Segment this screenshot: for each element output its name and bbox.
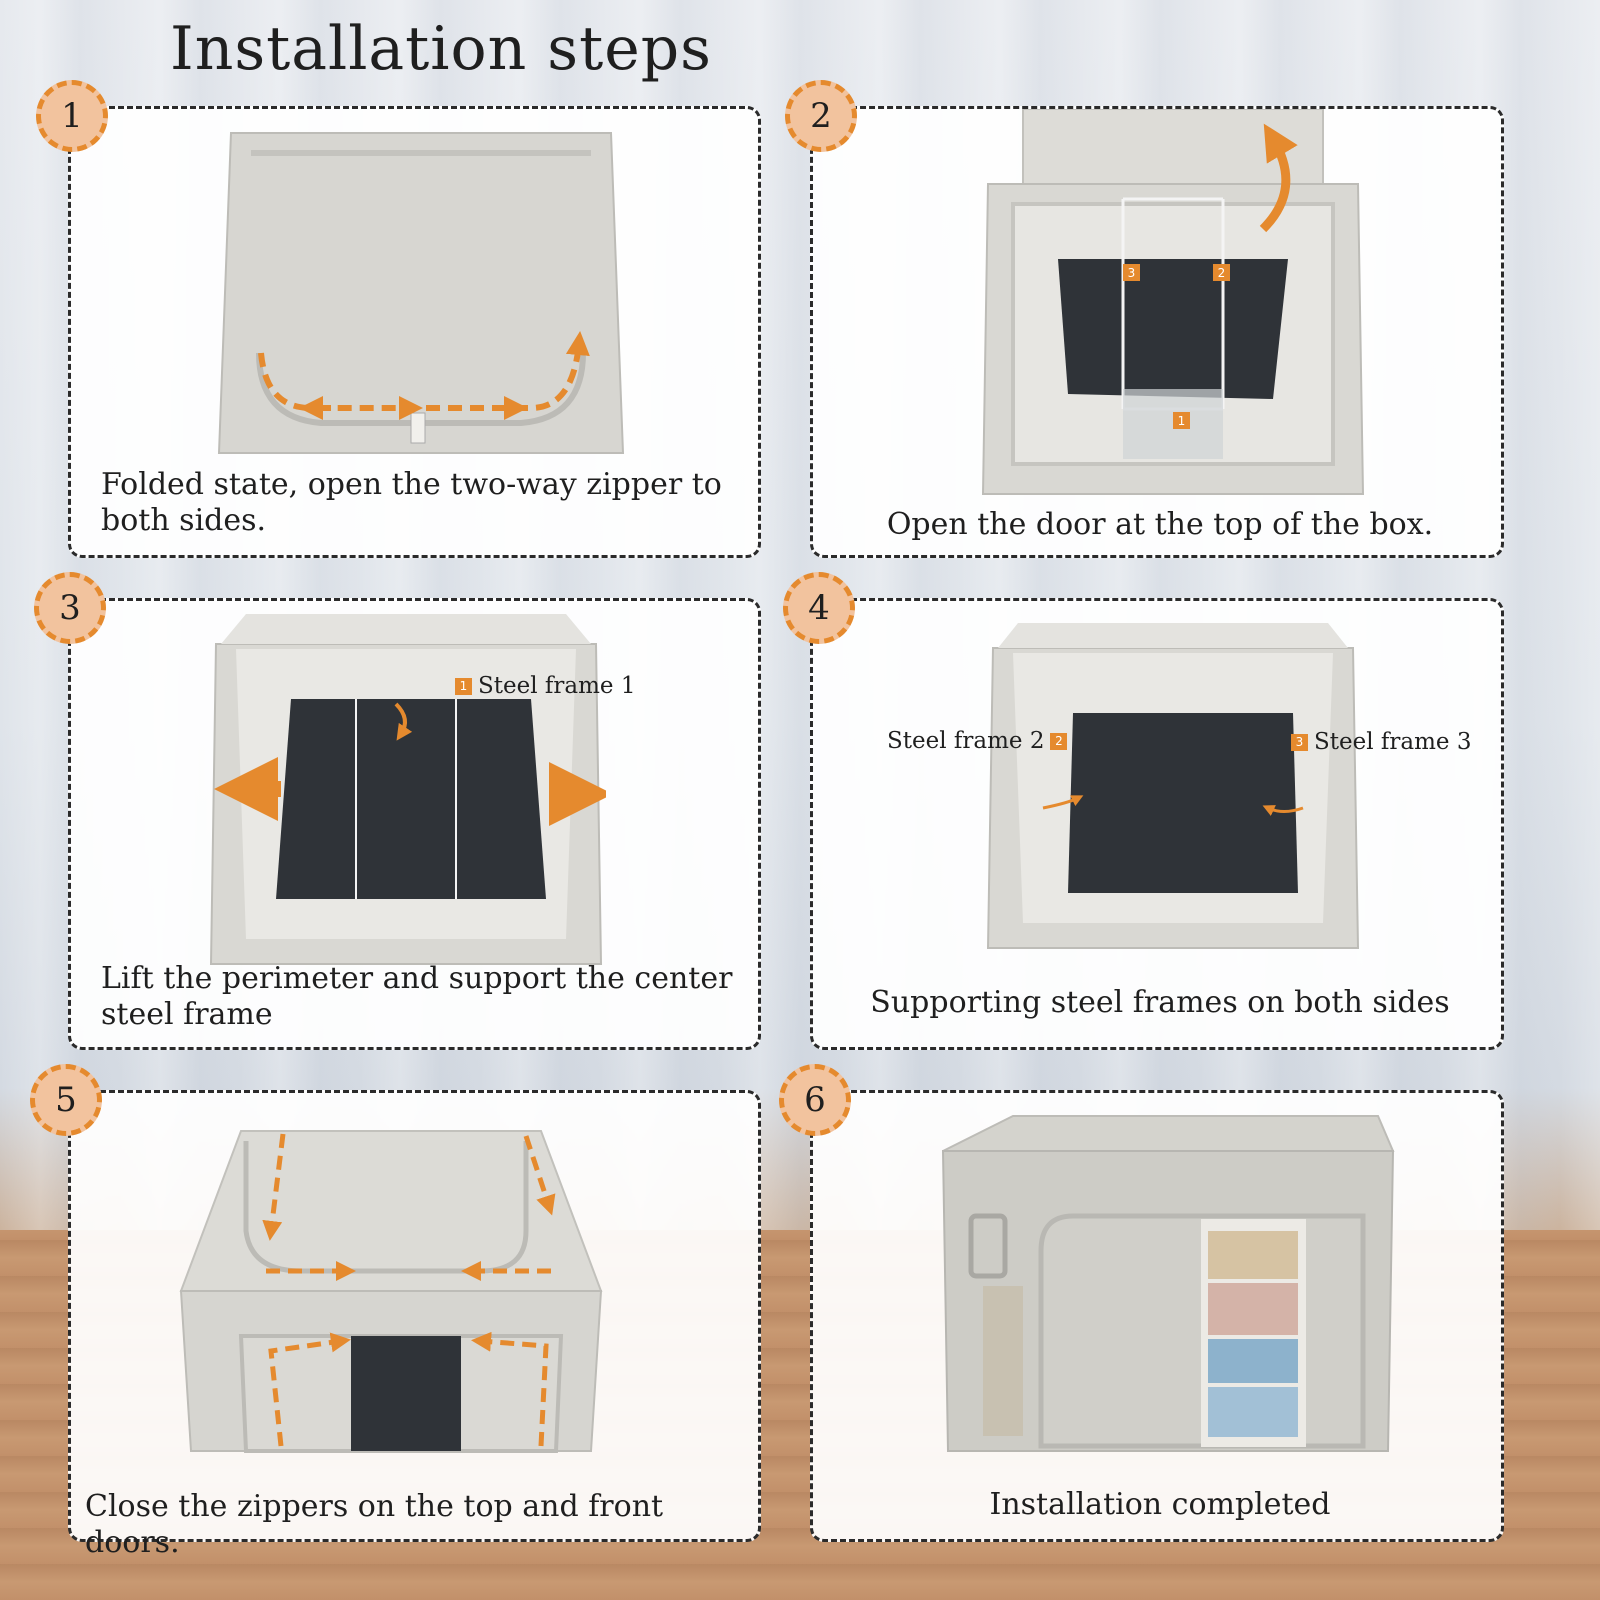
step-5-caption: Close the zippers on the top and front d… [85,1489,664,1560]
step-1-badge: 1 [36,80,108,152]
step-4-caption: Supporting steel frames on both sides [870,985,1450,1020]
step-2-illustration [981,109,1365,495]
step-4-frame-marker-3: 3 [1291,733,1308,751]
step-5-panel: Close the zippers on the top and front d… [68,1090,761,1560]
step-1-illustration [217,132,625,454]
step-3-badge: 3 [34,572,106,644]
step-2-marker-2: 2 [1213,264,1230,281]
step-3-illustration [209,614,606,965]
step-2-marker-3: 3 [1123,264,1140,281]
step-4-frame-marker-2: 2 [1050,732,1068,750]
step-5-badge: 5 [30,1064,102,1136]
step-4-frame-label-3: 3 Steel frame 3 [1291,729,1471,755]
step-6-caption: Installation completed [989,1487,1331,1522]
step-4-illustration [986,623,1360,949]
step-3-frame-text: Steel frame 1 [478,673,636,699]
step-4-frame-text-3: Steel frame 3 [1314,729,1472,755]
step-3-panel: 1 Steel frame 1 Lift the perimeter and s… [68,598,761,1050]
step-4-frame-text-2: Steel frame 2 [887,728,1045,754]
page-title: Installation steps [170,14,712,84]
step-5-illustration [179,1130,603,1453]
step-2-marker-1: 1 [1173,412,1190,429]
step-4-frame-label-2: Steel frame 2 2 [887,728,1068,754]
step-1-panel: Folded state, open the two-way zipper to… [68,106,761,558]
step-2-panel: 3 2 1 Open the door at the top of the bo… [810,106,1504,558]
step-4-badge: 4 [783,572,855,644]
step-6-panel: Installation completed [810,1090,1504,1542]
step-2-caption: Open the door at the top of the box. [886,507,1434,542]
step-6-illustration [941,1115,1395,1452]
step-1-caption: Folded state, open the two-way zipper to… [101,467,722,538]
step-6-badge: 6 [779,1064,851,1136]
step-3-frame-marker: 1 [455,677,472,695]
step-3-frame-label: 1 Steel frame 1 [455,673,635,699]
step-2-badge: 2 [785,80,857,152]
step-4-panel: Steel frame 2 2 3 Steel frame 3 Supporti… [810,598,1504,1050]
step-3-caption: Lift the perimeter and support the cente… [101,961,733,1032]
